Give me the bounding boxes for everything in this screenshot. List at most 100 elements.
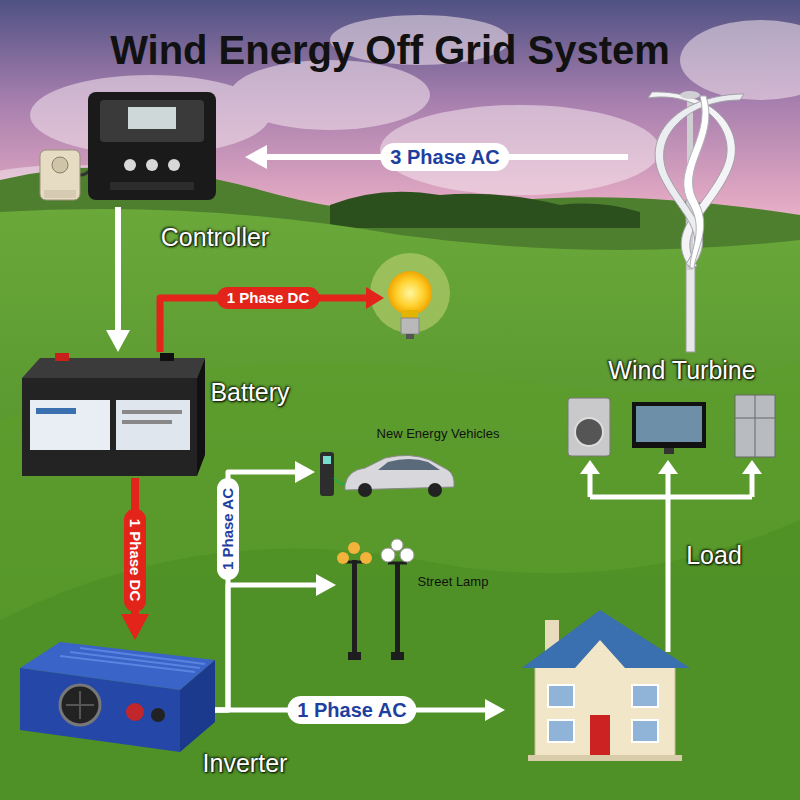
inverter-drawing-part (180, 660, 215, 752)
house-part (548, 685, 574, 707)
house-part (590, 715, 610, 755)
connector-arrow (215, 574, 336, 710)
component-node: Wind Turbine (628, 85, 773, 350)
inverter-drawing-part (66, 691, 94, 719)
house-part (528, 755, 682, 761)
connector-arrow (106, 207, 130, 352)
battery-drawing-part (22, 358, 205, 378)
node-label: Battery (210, 378, 289, 407)
component-node: New Energy Vehicles (315, 447, 455, 497)
controller-drawing-part (128, 107, 176, 129)
controller-drawing-part (124, 159, 136, 171)
street-lamps-part (348, 542, 360, 554)
arrow-head (485, 699, 505, 721)
component-node: Load (505, 388, 790, 765)
battery-drawing (22, 353, 205, 476)
house-part (632, 720, 658, 742)
battery-drawing-part (30, 400, 110, 450)
arrow-head (121, 614, 149, 640)
controller-drawing-part (40, 150, 80, 200)
dc-wire-to-bulb (160, 287, 384, 352)
battery-drawing-part (36, 408, 76, 414)
house-part (548, 720, 574, 742)
light-bulb (370, 253, 450, 339)
component-node: Battery (18, 352, 206, 478)
edge-label: 1 Phase AC (217, 478, 239, 580)
arrow-head (316, 574, 336, 596)
battery-drawing-part (22, 378, 197, 476)
street-lamps (337, 539, 414, 660)
street-lamps-part (381, 548, 395, 562)
street-lamps-part (360, 552, 372, 564)
node-label: Load (686, 541, 742, 570)
wind-turbine-drawing (648, 91, 744, 352)
street-lamps-part (400, 548, 414, 562)
edge-label: 3 Phase AC (380, 143, 509, 171)
component-node: Controller (35, 85, 245, 207)
street-lamps-part (337, 552, 349, 564)
edge-label: 1 Phase DC (124, 509, 146, 612)
component-node: Inverter (10, 640, 215, 752)
light-bulb-part (402, 310, 418, 318)
hills-part (330, 192, 640, 228)
battery-drawing-part (55, 353, 69, 361)
wind-turbine-drawing-part (680, 91, 700, 99)
ev-charger-and-car-part (428, 483, 442, 497)
appliances-part (636, 406, 702, 442)
house-part (632, 685, 658, 707)
arrow-head (106, 330, 130, 352)
load-arrows-part (658, 460, 678, 474)
connector-line (115, 207, 121, 332)
controller-drawing-part (146, 159, 158, 171)
house-part (522, 610, 690, 668)
node-label: Inverter (203, 749, 288, 778)
battery-drawing-part (116, 400, 190, 450)
inverter-drawing (20, 642, 215, 752)
battery-drawing-part (122, 420, 172, 424)
inverter-drawing-part (126, 703, 144, 721)
hills (0, 167, 800, 800)
light-bulb-part (370, 253, 450, 333)
street-lamps-part (395, 562, 400, 660)
ev-charger-and-car-part (323, 456, 331, 464)
dc-wire-to-bulb-part (366, 287, 384, 309)
node-label: Controller (161, 223, 269, 252)
battery-drawing-part (197, 358, 205, 476)
appliances-part (632, 402, 706, 448)
wind-turbine-drawing-part (655, 94, 744, 268)
clouds-part (380, 105, 660, 195)
inverter-drawing-part (20, 668, 180, 752)
load-arrows-part (580, 460, 600, 474)
wire-label: 1 Phase DC (217, 287, 320, 309)
component-node: Street Lamp (336, 538, 413, 660)
node-label: Street Lamp (418, 575, 489, 590)
arrow-head (245, 145, 267, 169)
clouds-part (680, 20, 800, 100)
battery-drawing-part (160, 353, 174, 361)
battery-drawing-part (122, 410, 182, 414)
controller-drawing-part (100, 100, 204, 142)
node-label: Wind Turbine (608, 356, 755, 385)
controller-drawing-part (168, 159, 180, 171)
load-arrows-part (742, 460, 762, 474)
controller-drawing-part (52, 157, 68, 173)
street-lamps-part (388, 562, 407, 565)
arrow-head (295, 461, 315, 483)
diagram-title: Wind Energy Off Grid System (0, 26, 780, 74)
hills-part (0, 520, 800, 800)
controller-drawing-part (88, 92, 216, 200)
controller-drawing-part (44, 190, 76, 198)
wind-turbine-drawing-part (648, 92, 735, 268)
inverter-drawing-part (151, 708, 165, 722)
light-bulb-part (388, 271, 432, 315)
connector-arrow (121, 478, 149, 640)
ev-charger-and-car-part (320, 452, 334, 496)
wind-turbine-drawing-part (684, 96, 709, 268)
appliances-part (664, 448, 674, 454)
street-lamps-part (348, 652, 361, 660)
hills-part (0, 360, 800, 800)
ev-charger-and-car-part (358, 483, 372, 497)
